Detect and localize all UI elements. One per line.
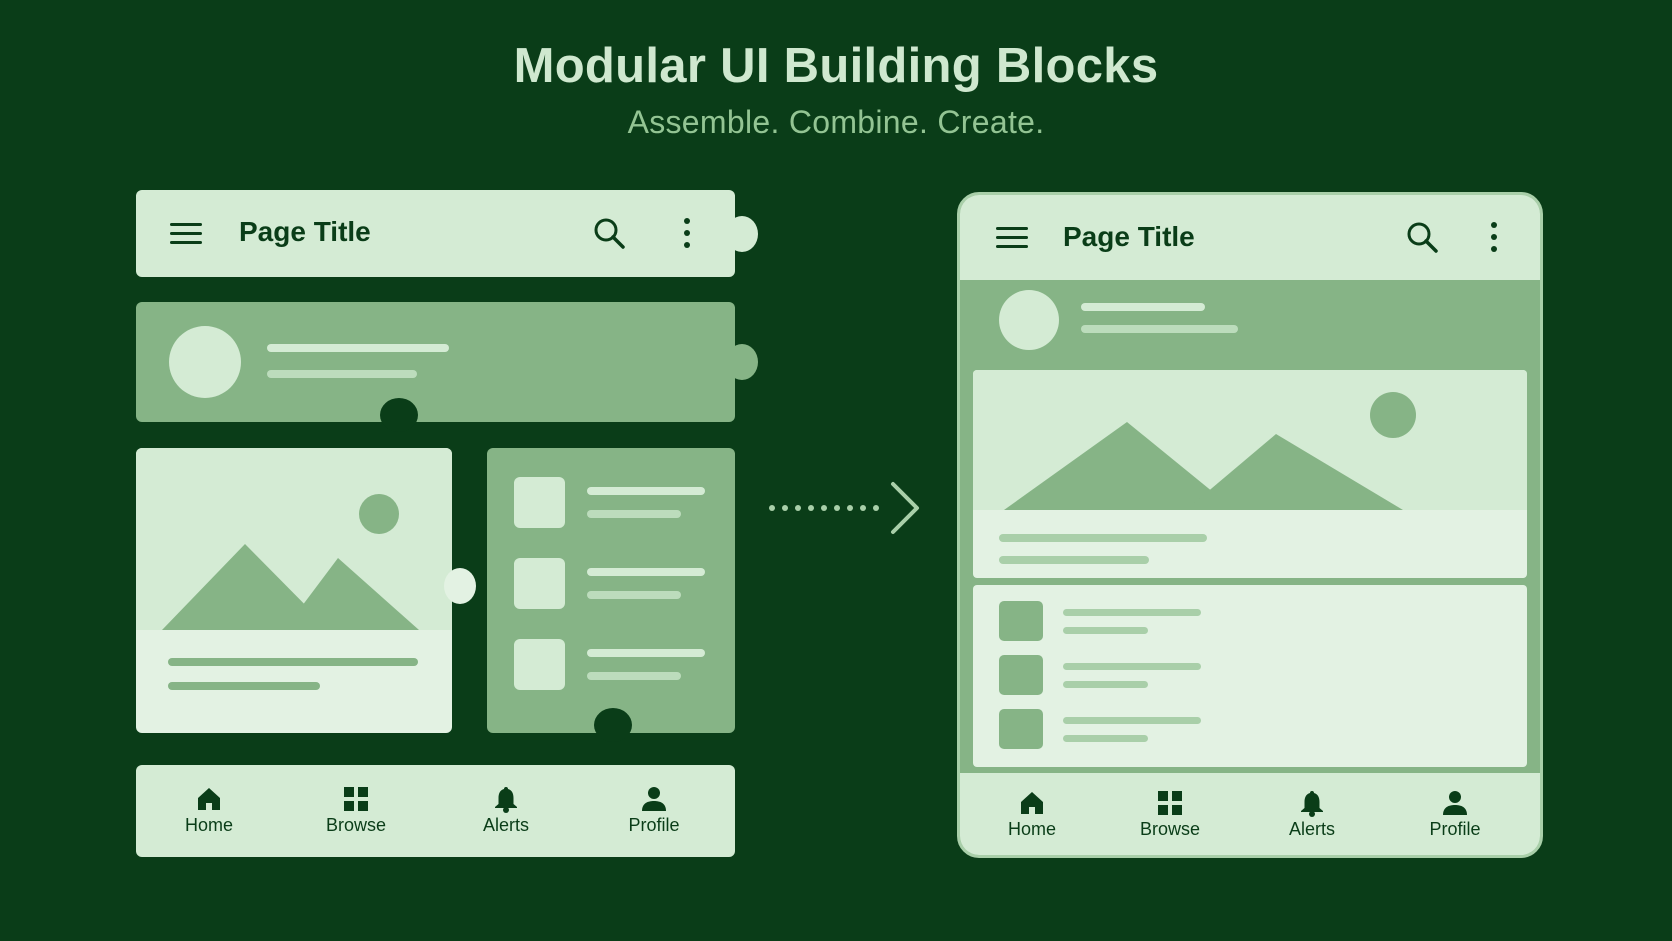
search-icon — [594, 218, 625, 249]
more-vert-icon — [683, 218, 691, 248]
text-line — [1081, 303, 1205, 311]
text-line — [587, 510, 681, 518]
nav-item-home: Home — [972, 789, 1092, 840]
list-thumbnail — [999, 655, 1043, 695]
menu-icon — [170, 223, 202, 245]
image-card-block — [136, 448, 452, 733]
text-line — [1081, 325, 1238, 333]
profile-row — [960, 283, 1540, 363]
image-placeholder — [136, 448, 452, 630]
text-line — [999, 534, 1207, 542]
nav-label: Home — [1007, 819, 1056, 839]
grid-icon — [1158, 791, 1182, 815]
text-line — [168, 682, 320, 690]
list-card-block — [487, 448, 735, 733]
app-bar-title: Page Title — [239, 216, 371, 247]
nav-label: Browse — [1139, 819, 1201, 839]
person-icon — [1443, 791, 1467, 815]
nav-label: Home — [184, 815, 233, 835]
bell-icon — [1301, 791, 1323, 817]
nav-item-alerts: Alerts — [446, 785, 566, 836]
nav-label: Alerts — [1288, 819, 1335, 839]
app-bar-title: Page Title — [1063, 221, 1195, 252]
bottom-nav-block: Home Browse Alerts Profile — [136, 765, 735, 857]
text-line — [587, 591, 681, 599]
text-line — [587, 568, 705, 576]
nav-item-browse: Browse — [296, 785, 416, 836]
puzzle-tab — [726, 216, 758, 252]
text-line — [1063, 717, 1201, 724]
nav-label: Profile — [628, 815, 680, 835]
home-icon — [198, 788, 220, 810]
puzzle-slot — [380, 398, 418, 432]
list-card — [973, 585, 1527, 767]
dotted-arrow-icon — [769, 482, 919, 534]
text-line — [1063, 681, 1148, 688]
app-bar: Page Title — [960, 195, 1540, 280]
text-line — [1063, 627, 1148, 634]
grid-icon — [344, 787, 368, 811]
nav-item-profile: Profile — [594, 785, 714, 836]
list-thumbnail — [999, 709, 1043, 749]
diagram-subtitle: Assemble. Combine. Create. — [627, 104, 1045, 140]
search-icon — [1407, 222, 1438, 253]
nav-item-profile: Profile — [1395, 789, 1515, 840]
text-line — [999, 556, 1149, 564]
puzzle-tab — [726, 344, 758, 380]
avatar — [169, 326, 241, 398]
list-thumbnail — [514, 477, 565, 528]
nav-label: Profile — [1429, 819, 1481, 839]
avatar — [999, 290, 1059, 350]
list-thumbnail — [999, 601, 1043, 641]
list-thumbnail — [514, 639, 565, 690]
menu-icon — [996, 227, 1028, 249]
list-thumbnail — [514, 558, 565, 609]
text-line — [587, 487, 705, 495]
puzzle-slot — [594, 708, 632, 742]
bell-icon — [495, 787, 517, 813]
profile-card-block — [136, 302, 735, 422]
nav-item-alerts: Alerts — [1252, 789, 1372, 840]
image-card — [973, 370, 1527, 578]
puzzle-tab — [444, 568, 476, 604]
text-line — [1063, 735, 1148, 742]
image-placeholder — [973, 370, 1527, 510]
text-line — [587, 672, 681, 680]
diagram-title: Modular UI Building Blocks — [513, 39, 1159, 93]
nav-item-browse: Browse — [1110, 789, 1230, 840]
nav-label: Alerts — [482, 815, 529, 835]
nav-item-home: Home — [149, 785, 269, 836]
assembled-screen: Page Title — [957, 192, 1543, 858]
text-line — [267, 370, 417, 378]
person-icon — [642, 787, 666, 811]
text-line — [168, 658, 418, 666]
text-line — [1063, 609, 1201, 616]
app-bar-block: Page Title — [136, 190, 735, 277]
text-line — [1063, 663, 1201, 670]
more-vert-icon — [1490, 222, 1498, 252]
text-line — [267, 344, 449, 352]
text-line — [587, 649, 705, 657]
nav-label: Browse — [325, 815, 387, 835]
home-icon — [1021, 792, 1043, 814]
bottom-nav: Home Browse Alerts Profile — [960, 773, 1540, 855]
